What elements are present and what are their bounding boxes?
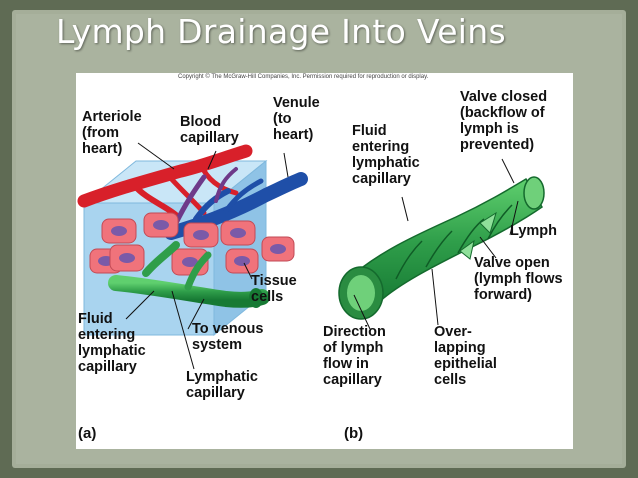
label-venule: Venule (to heart) bbox=[273, 95, 320, 143]
lymphatic-capillary-a bbox=[108, 241, 270, 308]
diagram-figure: Copyright © The McGraw-Hill Companies, I… bbox=[76, 73, 573, 449]
tissue-cell bbox=[109, 244, 145, 272]
slide-title: Lymph Drainage Into Veins bbox=[56, 12, 506, 51]
label-fluid-entering-a: Fluid entering lymphatic capillary bbox=[78, 311, 146, 375]
label-lymphatic-capillary: Lymphatic capillary bbox=[186, 369, 258, 401]
label-valve-closed: Valve closed (backflow of lymph is preve… bbox=[460, 89, 548, 153]
copyright-notice: Copyright © The McGraw-Hill Companies, I… bbox=[178, 74, 429, 80]
label-direction-of-flow: Direction of lymph flow in capillary bbox=[323, 324, 386, 388]
panel-a-tag: (a) bbox=[78, 425, 97, 442]
label-fluid-entering-b: Fluid entering lymphatic capillary bbox=[352, 123, 420, 187]
tissue-cell bbox=[143, 212, 179, 238]
tissue-cell bbox=[220, 220, 256, 246]
tissue-cell bbox=[261, 236, 295, 262]
panel-b-tag: (b) bbox=[344, 425, 364, 442]
tissue-cells bbox=[89, 212, 295, 276]
label-lymph: Lymph bbox=[510, 223, 557, 239]
label-overlapping-cells: Over- lapping epithelial cells bbox=[434, 324, 497, 388]
tissue-cell bbox=[101, 218, 137, 244]
label-to-venous-system: To venous system bbox=[192, 321, 264, 353]
tissue-cell bbox=[183, 222, 219, 248]
lymphatic-capillary-b bbox=[338, 176, 545, 320]
lymph-diagram-art bbox=[77, 142, 545, 370]
leader-lines bbox=[125, 142, 519, 370]
label-tissue-cells: Tissue cells bbox=[251, 273, 297, 305]
label-blood-capillary: Blood capillary bbox=[180, 114, 239, 146]
label-valve-open: Valve open (lymph flows forward) bbox=[474, 255, 563, 303]
tissue-cell bbox=[225, 248, 259, 274]
label-arteriole: Arteriole (from heart) bbox=[82, 109, 142, 157]
arteriole-vessels bbox=[77, 144, 253, 218]
